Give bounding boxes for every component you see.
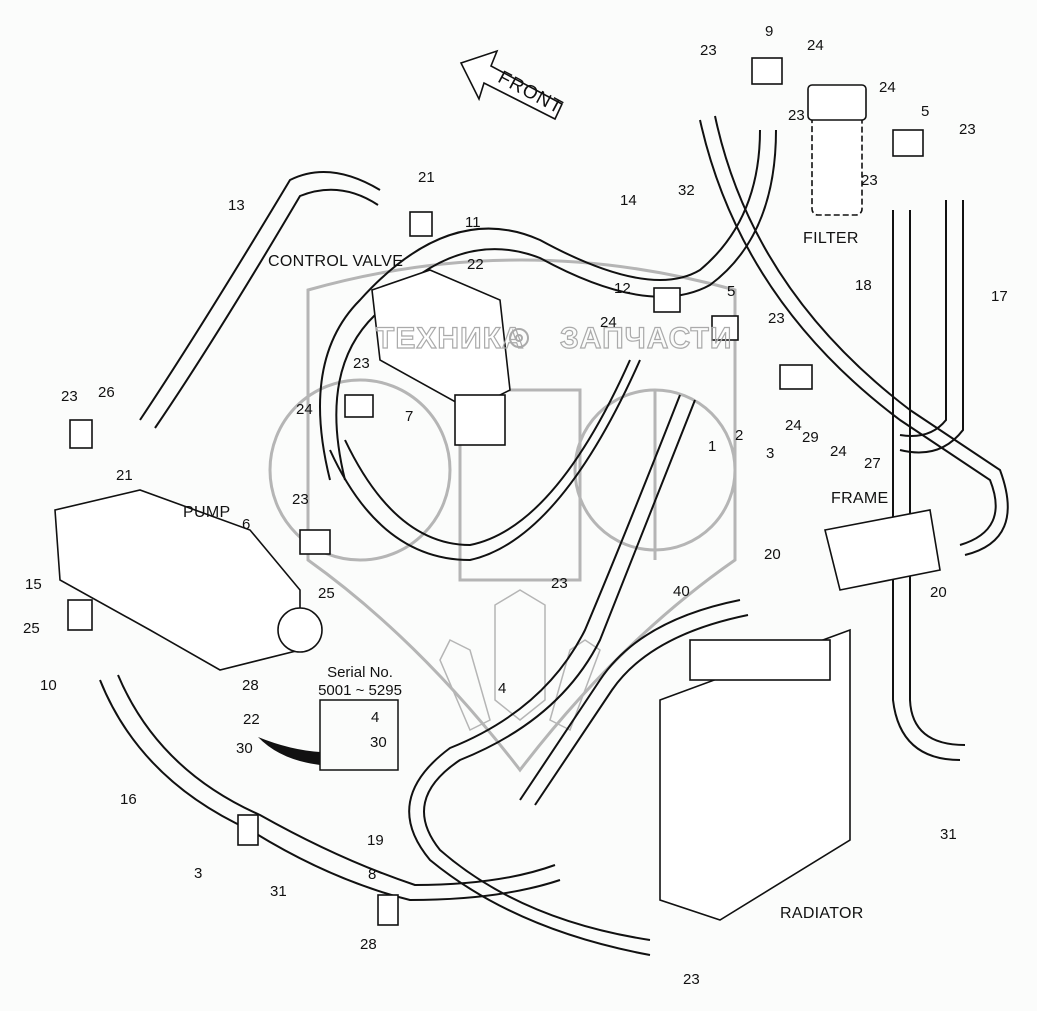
callout: 23 — [61, 388, 78, 405]
callout: 24 — [830, 443, 847, 460]
caption-control-valve: CONTROL VALVE — [268, 253, 404, 270]
callout: 21 — [418, 169, 435, 186]
callout: 21 — [116, 467, 133, 484]
callout: 12 — [614, 280, 631, 297]
filter-body — [811, 104, 863, 216]
callout: 23 — [788, 107, 805, 124]
caption-radiator: RADIATOR — [780, 905, 864, 922]
callout: 23 — [959, 121, 976, 138]
callout: 4 — [371, 709, 380, 726]
callout: 17 — [991, 288, 1008, 305]
callout: 24 — [296, 401, 313, 418]
caption-pump: PUMP — [183, 504, 231, 521]
callout: 23 — [861, 172, 878, 189]
hose-32 — [699, 119, 997, 546]
hose-28 — [519, 599, 741, 801]
callout: 8 — [368, 866, 377, 883]
inset-pointer — [258, 737, 320, 765]
hose-19 — [99, 679, 561, 902]
callout: 19 — [367, 832, 384, 849]
hose-15 — [329, 359, 641, 562]
fitting-9 — [751, 57, 783, 85]
callout: 23 — [700, 42, 717, 59]
callout: 30 — [236, 740, 253, 757]
callout: 11 — [465, 214, 481, 231]
callout: 30 — [370, 734, 387, 751]
serial-inset-box — [319, 699, 399, 771]
fitting-12 — [653, 287, 681, 313]
callout: 28 — [360, 936, 377, 953]
callout: 4 — [498, 680, 507, 697]
callout: 15 — [25, 576, 42, 593]
hose-13 — [139, 171, 381, 421]
callout: 28 — [242, 677, 259, 694]
fitting-10 — [67, 599, 93, 631]
callout: 24 — [879, 79, 896, 96]
pump-body — [54, 489, 301, 671]
callout: 9 — [765, 23, 774, 40]
fitting-6 — [299, 529, 331, 555]
fitting-26 — [69, 419, 93, 449]
callout: 32 — [678, 182, 695, 199]
callout: 7 — [405, 408, 414, 425]
callout: 10 — [40, 677, 57, 694]
watermark-logo — [268, 258, 737, 773]
serial-range: 5001 ~ 5295 — [318, 682, 402, 699]
callout: 23 — [683, 971, 700, 988]
callout: 23 — [768, 310, 785, 327]
callout: 24 — [785, 417, 802, 434]
fitting-5 — [892, 129, 924, 157]
hose-16 — [423, 399, 696, 941]
callout: 14 — [620, 192, 637, 209]
callout: 16 — [120, 791, 137, 808]
callout: 1 — [708, 438, 717, 455]
caption-filter: FILTER — [803, 230, 859, 247]
callout: 5 — [727, 283, 736, 300]
callout: 25 — [318, 585, 335, 602]
callout: 25 — [23, 620, 40, 637]
callout: 3 — [194, 865, 203, 882]
callout: 5 — [921, 103, 930, 120]
fitting-5b — [711, 315, 739, 341]
frame-bracket — [824, 509, 941, 591]
watermark-right-text: ЗАПЧАСТИ — [559, 321, 733, 355]
callout: 23 — [292, 491, 309, 508]
callout: 22 — [243, 711, 260, 728]
callout: 24 — [807, 37, 824, 54]
fitting-1 — [779, 364, 813, 390]
callout: 6 — [242, 516, 251, 533]
clamp-31a — [237, 814, 259, 846]
callout: 23 — [353, 355, 370, 372]
serial-title: Serial No. — [327, 664, 393, 681]
fitting-11 — [409, 211, 433, 237]
hose-18 — [892, 210, 961, 761]
callout: 31 — [940, 826, 957, 843]
clamp-31b — [377, 894, 399, 926]
callout: 26 — [98, 384, 115, 401]
gear-icon — [509, 328, 529, 348]
front-arrow-icon — [459, 49, 564, 121]
callout: 20 — [764, 546, 781, 563]
callout: 29 — [802, 429, 819, 446]
serial-note: Serial No. 5001 ~ 5295 — [316, 664, 404, 700]
callout: 18 — [855, 277, 872, 294]
callout: 2 — [735, 427, 744, 444]
caption-frame: FRAME — [831, 490, 889, 507]
hose-14 — [319, 129, 761, 481]
callout: 13 — [228, 197, 245, 214]
control-valve-body — [371, 269, 511, 411]
callout: 27 — [864, 455, 881, 472]
callout: 24 — [600, 314, 617, 331]
callout: 40 — [673, 583, 690, 600]
callout: 22 — [467, 256, 484, 273]
hose-17 — [899, 200, 947, 437]
callout: 23 — [551, 575, 568, 592]
watermark-left-text: ТЕХНИКА — [375, 321, 525, 355]
callout: 3 — [766, 445, 775, 462]
fitting-7 — [344, 394, 374, 418]
callout: 31 — [270, 883, 287, 900]
callout: 20 — [930, 584, 947, 601]
